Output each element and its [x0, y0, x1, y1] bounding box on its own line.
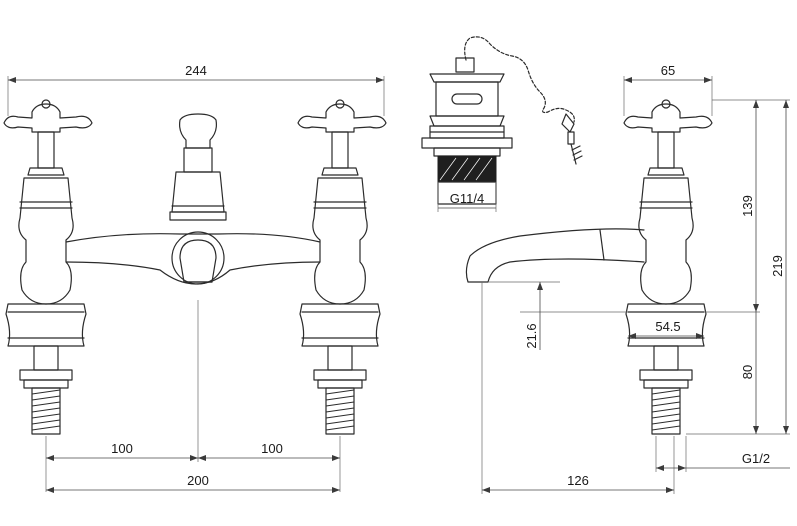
waste-plug-with-chain: G11/4: [421, 36, 583, 212]
bridge-mixer-front-view: 244 100 100 200: [3, 63, 387, 493]
handle-height-label: 139: [740, 195, 755, 217]
chain: [464, 36, 575, 123]
side-spout: [465, 228, 645, 283]
base-diameter-label: 54.5: [655, 319, 680, 334]
left-spacing-label: 100: [111, 441, 133, 456]
dim-spacing: 100 100 200: [45, 300, 341, 493]
spout-reach-label: 126: [567, 473, 589, 488]
total-width-label: 244: [185, 63, 207, 78]
waste-thread-label: G11/4: [450, 191, 484, 206]
tap-side-view: 65 139 219 80 21.6 54.5 126: [465, 63, 790, 494]
left-tap: [3, 99, 93, 435]
shank-height-label: 80: [740, 365, 755, 379]
dim-total-width: 244: [7, 63, 385, 116]
total-height-label: 219: [770, 255, 785, 277]
right-tap: [297, 99, 387, 435]
bridge-and-spout: [65, 113, 321, 285]
centre-spacing-label: 200: [187, 473, 209, 488]
handle-width-label: 65: [661, 63, 675, 78]
tail-thread-label: G1/2: [742, 451, 770, 466]
spout-height-label: 21.6: [524, 323, 539, 348]
right-spacing-label: 100: [261, 441, 283, 456]
